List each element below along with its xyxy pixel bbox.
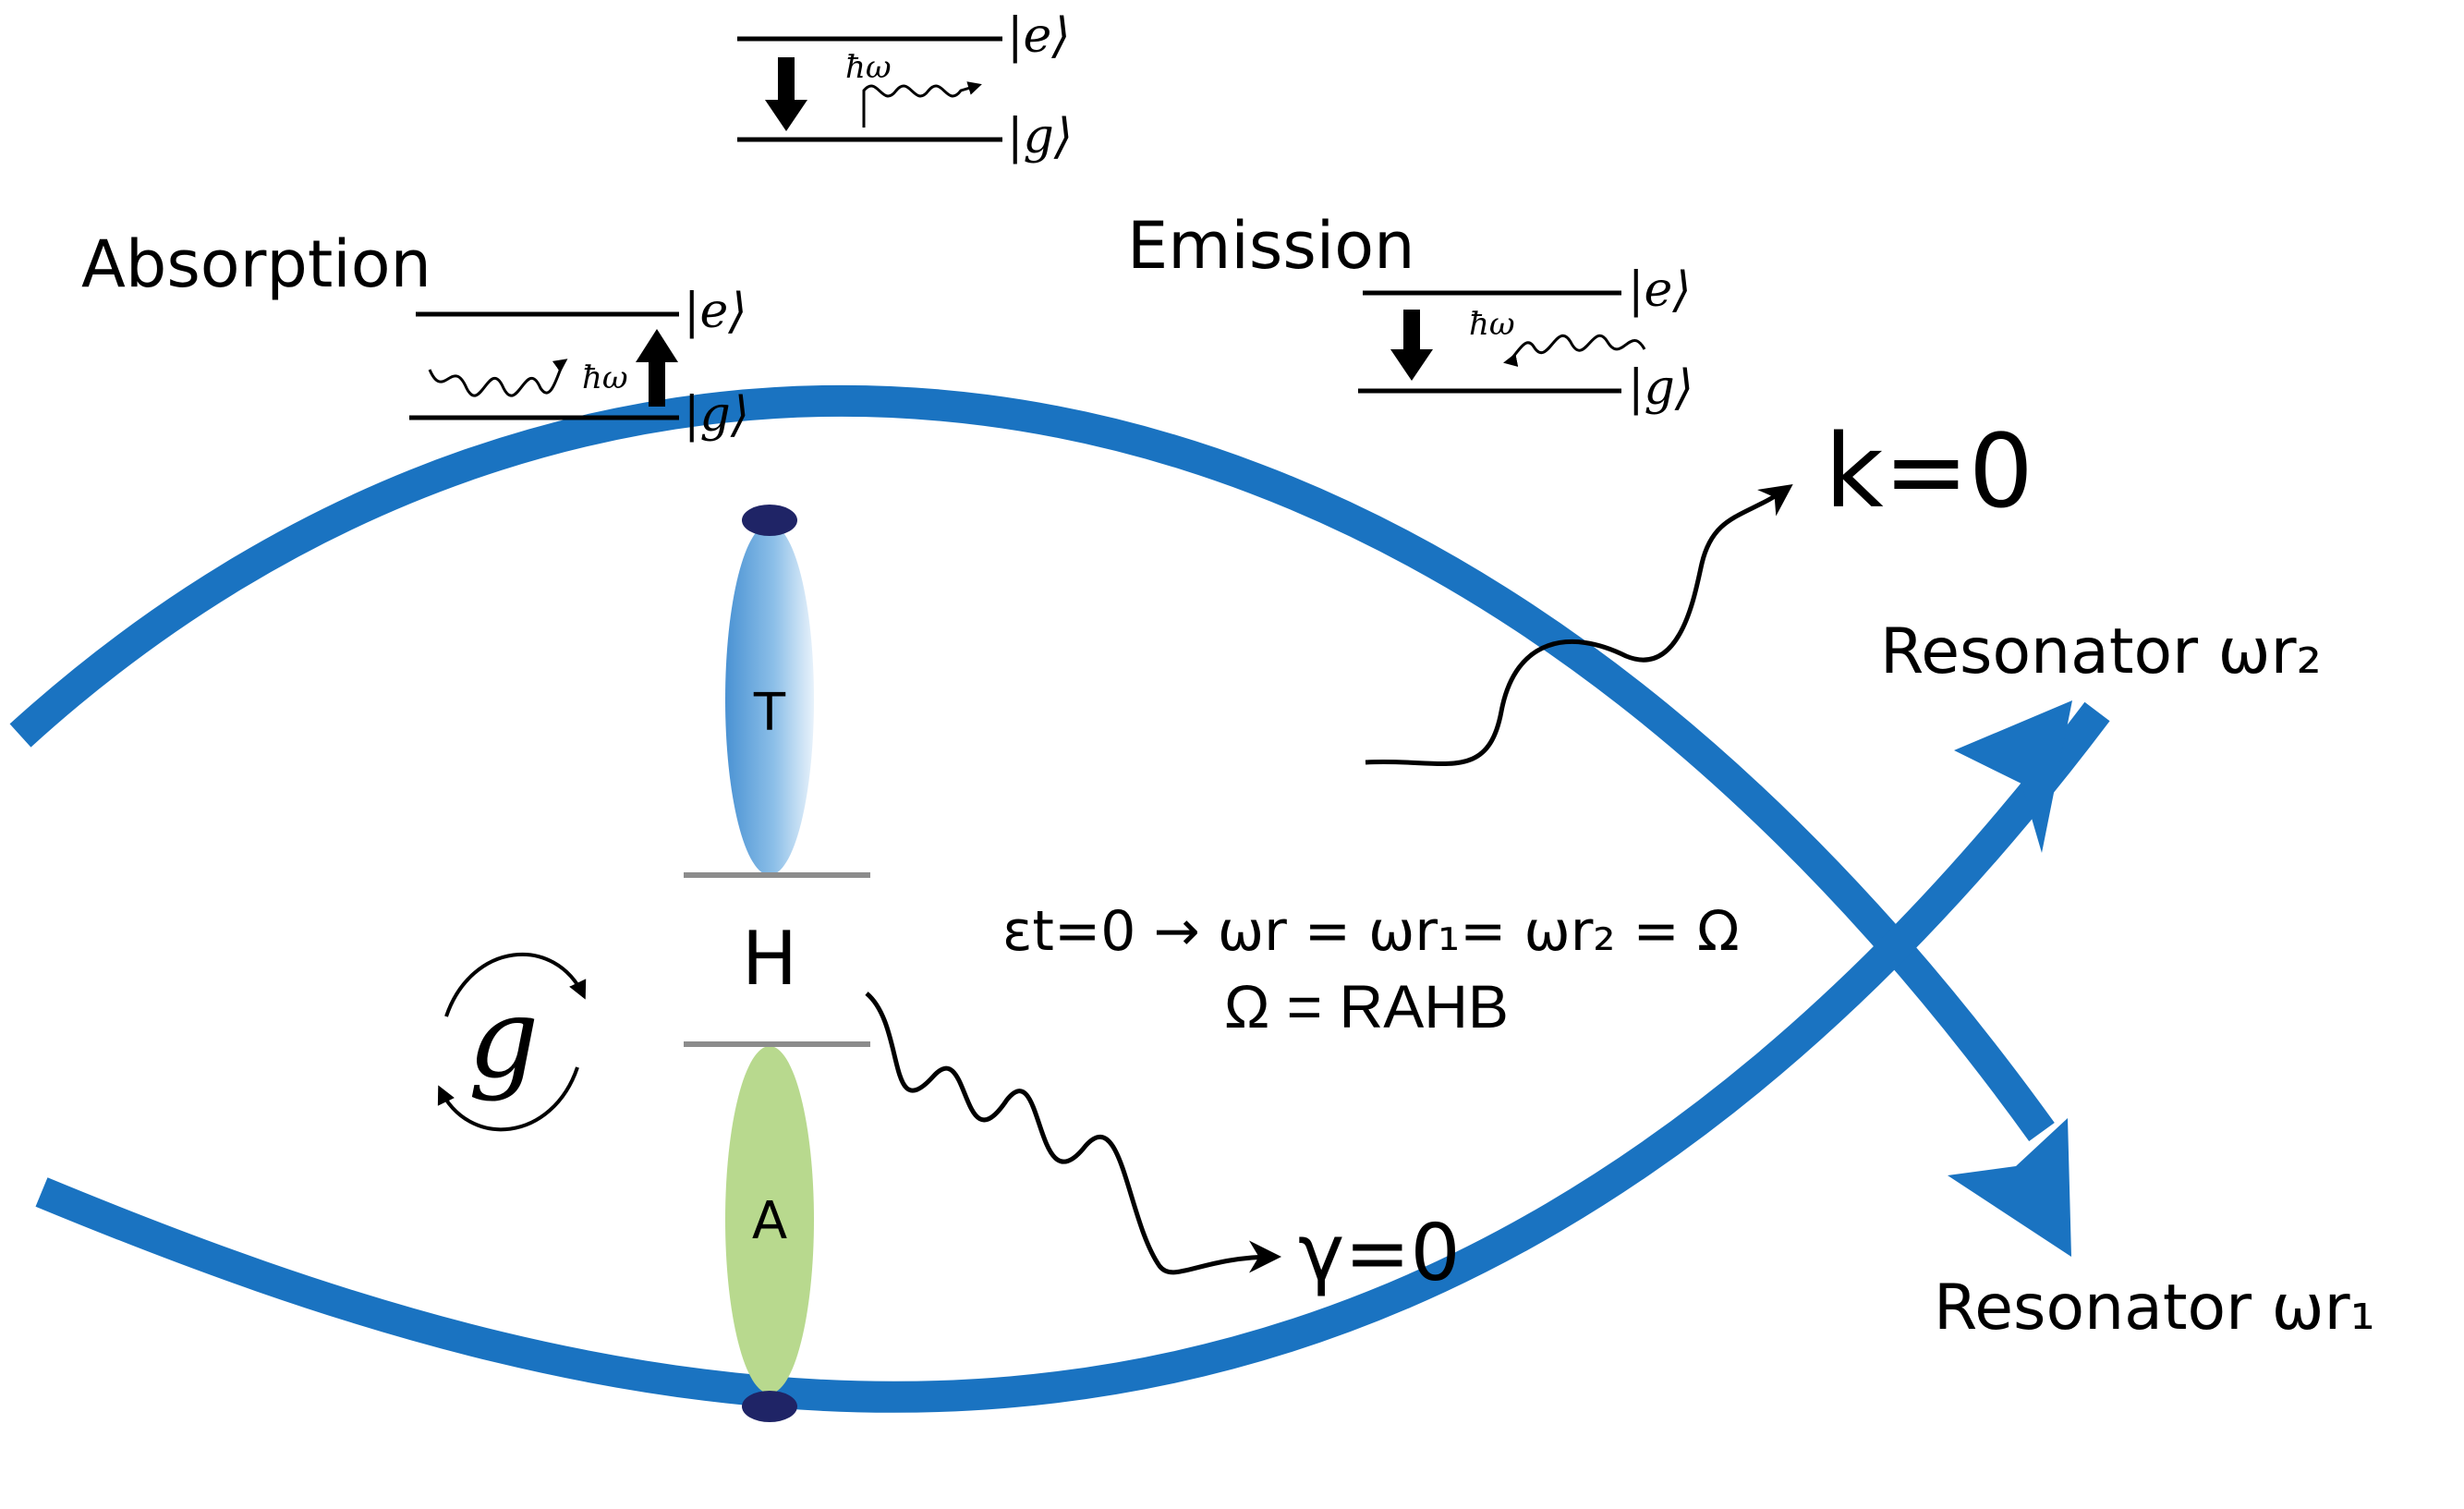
absorption-level-diagram: |e⟩ |g⟩ ħω (409, 284, 749, 443)
emission-photon-label: ħω (1469, 306, 1515, 343)
top-ground-label: |g⟩ (1007, 109, 1073, 164)
gamma-zero-label: γ=0 (1298, 1208, 1461, 1299)
bottom-lobe-a (725, 1046, 814, 1393)
emission-title: Emission (1127, 208, 1414, 284)
top-node (742, 505, 797, 536)
absorption-title: Absorption (81, 226, 431, 302)
emission-photon-wave (1503, 334, 1646, 367)
energy-relation-equation: εt=0 → ωr = ωr₁= ωr₂ = Ω (1002, 899, 1740, 964)
top-excited-label: |e⟩ (1007, 8, 1071, 64)
resonator-lower-curve (35, 701, 2110, 1413)
emission-down-arrow (1390, 310, 1433, 381)
label-t: T (753, 683, 786, 743)
top-photon-label: ħω (845, 49, 892, 86)
resonator-r2-arrowhead (1954, 700, 2072, 853)
top-level-diagram: |e⟩ |g⟩ ħω (737, 8, 1073, 164)
omega-rahb-equation: Ω = RAHB (1224, 972, 1509, 1040)
resonator-r2-label: Resonator ωr₂ (1880, 615, 2322, 688)
absorption-ground-label: |g⟩ (684, 387, 749, 443)
g-symbol: g (468, 975, 540, 1103)
resonator-r1-arrowhead (1948, 1118, 2071, 1257)
top-lobe-t (725, 524, 814, 875)
absorption-photon-wave (428, 359, 568, 397)
g-rotation-icon: g (437, 952, 587, 1132)
k-zero-label: k=0 (1825, 412, 2033, 530)
emission-excited-label: |e⟩ (1628, 262, 1692, 318)
absorption-photon-label: ħω (582, 359, 628, 396)
top-photon-wave (862, 81, 982, 128)
top-down-arrow (765, 57, 807, 131)
bottom-node (742, 1391, 797, 1422)
absorption-up-arrow (636, 329, 678, 407)
label-h: H (742, 916, 797, 1002)
resonator-r1-label: Resonator ωr₁ (1934, 1272, 2375, 1345)
label-a: A (752, 1191, 787, 1251)
resonator-upper-curve (9, 384, 2055, 1141)
emission-ground-label: |g⟩ (1628, 360, 1693, 416)
k-photon-wave (1365, 483, 1793, 767)
absorption-excited-label: |e⟩ (684, 284, 747, 339)
gamma-photon-wave (865, 992, 1281, 1275)
emission-level-diagram: |e⟩ |g⟩ ħω (1358, 262, 1693, 416)
